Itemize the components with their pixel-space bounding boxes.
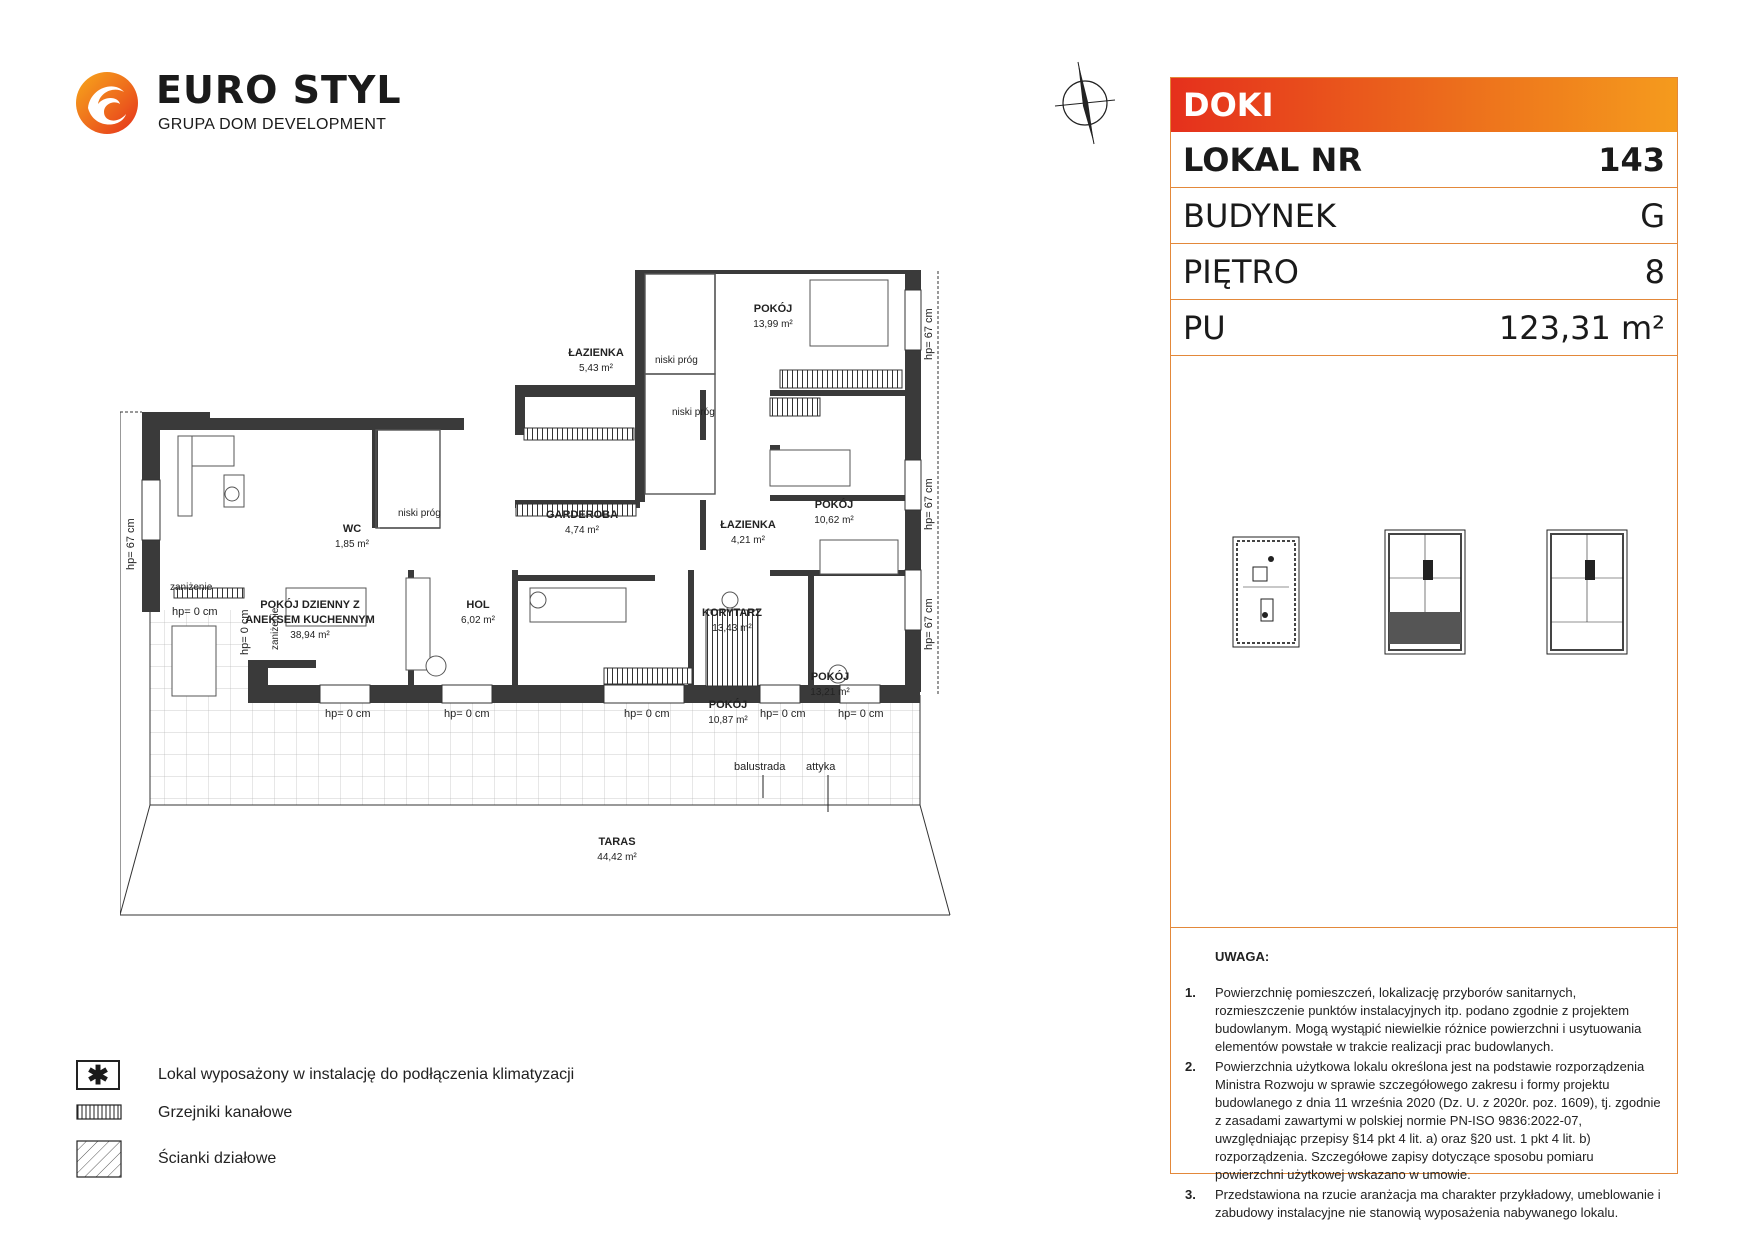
note-number: 3. bbox=[1185, 1187, 1196, 1202]
apartment-info-panel: DOKI LOKAL NR 143 BUDYNEK G PIĘTRO 8 PU … bbox=[1170, 77, 1678, 1220]
zanizenie-label: zaniżenie bbox=[170, 582, 213, 593]
room-name: HOL bbox=[466, 599, 490, 611]
floor-plan: hp= 67 cm hp= 67 cm hp= 67 cm hp= 67 cm … bbox=[120, 270, 951, 916]
furniture bbox=[171, 279, 899, 697]
info-label: PIĘTRO bbox=[1183, 252, 1299, 291]
legend: ✱ Lokal wyposażony w instalację do podłą… bbox=[76, 1060, 676, 1190]
north-arrow-icon bbox=[1054, 61, 1116, 145]
niski-prog-label: niski próg bbox=[398, 508, 441, 519]
note-item: 1. Powierzchnię pomieszczeń, lokalizację… bbox=[1185, 984, 1665, 1056]
floor-thumbnail-highlighted bbox=[1384, 529, 1466, 655]
info-row-pietro: PIĘTRO 8 bbox=[1171, 244, 1677, 300]
room-name: WC bbox=[343, 523, 361, 535]
room-area: 13,21 m² bbox=[810, 687, 850, 698]
radiator-icon bbox=[76, 1104, 122, 1120]
partitions bbox=[375, 273, 716, 529]
height-annotations: hp= 67 cm hp= 67 cm hp= 67 cm hp= 67 cm … bbox=[125, 308, 935, 812]
walls bbox=[142, 270, 921, 703]
room-name: KORYTARZ bbox=[702, 607, 762, 619]
room-area: 4,74 m² bbox=[565, 525, 600, 536]
hp-label: hp= 0 cm bbox=[838, 708, 884, 720]
room-name: ŁAZIENKA bbox=[568, 347, 624, 359]
building-thumbnails bbox=[1171, 303, 1677, 928]
note-text: Przedstawiona na rzucie aranżacja ma cha… bbox=[1215, 1187, 1661, 1220]
hp-label: hp= 0 cm bbox=[444, 708, 490, 720]
logo-flame-icon bbox=[76, 72, 138, 134]
hp-label: hp= 67 cm bbox=[923, 598, 935, 650]
brand-subtitle: GRUPA DOM DEVELOPMENT bbox=[158, 116, 387, 133]
hp-label: hp= 0 cm bbox=[624, 708, 670, 720]
windows bbox=[141, 289, 922, 704]
room-area: 13,99 m² bbox=[753, 319, 793, 330]
legend-label: Grzejniki kanałowe bbox=[158, 1104, 293, 1121]
legend-label: Lokal wyposażony w instalację do podłącz… bbox=[158, 1066, 575, 1083]
hatch-icon bbox=[76, 1140, 122, 1178]
note-number: 2. bbox=[1185, 1059, 1196, 1074]
room-name: ŁAZIENKA bbox=[720, 519, 776, 531]
note-text: Powierzchnia użytkowa lokalu określona j… bbox=[1215, 1059, 1661, 1182]
floor-thumbnails-icon bbox=[1232, 529, 1628, 655]
notes-title: UWAGA: bbox=[1215, 949, 1270, 964]
balustrada-label: balustrada bbox=[734, 761, 786, 773]
niski-prog-label: niski próg bbox=[655, 355, 698, 366]
radiators bbox=[173, 369, 903, 687]
room-area: 44,42 m² bbox=[597, 852, 637, 863]
site-plan-thumbnail bbox=[1232, 536, 1300, 648]
hp-label: hp= 0 cm bbox=[760, 708, 806, 720]
room-labels: POKÓJ 13,99 m² ŁAZIENKA 5,43 m² WC 1,85 … bbox=[245, 302, 854, 863]
zanizenie-label: zaniżenie bbox=[270, 607, 281, 650]
legend-label: Ścianki działowe bbox=[158, 1150, 277, 1167]
room-area: 13,43 m² bbox=[712, 623, 752, 634]
legend-item: Grzejniki kanałowe bbox=[76, 1104, 676, 1140]
room-area: 10,62 m² bbox=[814, 515, 854, 526]
info-row-budynek: BUDYNEK G bbox=[1171, 188, 1677, 244]
info-value: G bbox=[1640, 196, 1665, 235]
hp-label: hp= 67 cm bbox=[923, 308, 935, 360]
hp-label: hp= 0 cm bbox=[325, 708, 371, 720]
note-item: 2. Powierzchnia użytkowa lokalu określon… bbox=[1185, 1058, 1665, 1184]
floor-thumbnail bbox=[1546, 529, 1628, 655]
room-name: GARDEROBA bbox=[546, 509, 618, 521]
investment-name: DOKI bbox=[1171, 78, 1677, 132]
room-area: 5,43 m² bbox=[579, 363, 614, 374]
info-label: BUDYNEK bbox=[1183, 196, 1336, 235]
room-name: TARAS bbox=[598, 836, 635, 848]
info-label: LOKAL NR bbox=[1183, 140, 1362, 179]
info-label: PU bbox=[1183, 308, 1226, 347]
attyka-label: attyka bbox=[806, 761, 836, 773]
hp-label: hp= 0 cm bbox=[172, 606, 218, 618]
brand-name: EURO STYL bbox=[156, 68, 402, 112]
note-number: 1. bbox=[1185, 985, 1196, 1000]
room-area: 10,87 m² bbox=[708, 715, 748, 726]
legend-item: ✱ Lokal wyposażony w instalację do podłą… bbox=[76, 1060, 676, 1096]
hp-label: hp= 0 cm bbox=[239, 609, 251, 655]
info-value: 8 bbox=[1644, 252, 1665, 291]
room-name: POKÓJ DZIENNY Z bbox=[260, 598, 360, 611]
room-area: 1,85 m² bbox=[335, 539, 370, 550]
room-area: 4,21 m² bbox=[731, 535, 766, 546]
note-item: 3. Przedstawiona na rzucie aranżacja ma … bbox=[1185, 1186, 1665, 1222]
room-name: POKÓJ bbox=[815, 498, 854, 511]
hp-label: hp= 67 cm bbox=[923, 478, 935, 530]
legend-item: Ścianki działowe bbox=[76, 1140, 676, 1178]
room-area: 38,94 m² bbox=[290, 630, 330, 641]
room-name-line2: ANEKSEM KUCHENNYM bbox=[245, 614, 375, 626]
info-row-lokal: LOKAL NR 143 bbox=[1171, 132, 1677, 188]
room-name: POKÓJ bbox=[709, 698, 748, 711]
room-name: POKÓJ bbox=[811, 670, 850, 683]
notes-section: UWAGA: 1. Powierzchnię pomieszczeń, loka… bbox=[1185, 948, 1665, 1224]
brand-logo: EURO STYL GRUPA DOM DEVELOPMENT bbox=[74, 66, 401, 146]
info-value: 123,31 m² bbox=[1498, 308, 1665, 347]
hp-label: hp= 67 cm bbox=[125, 518, 137, 570]
asterisk-icon: ✱ bbox=[76, 1060, 120, 1090]
info-row-pu: PU 123,31 m² bbox=[1171, 300, 1677, 356]
room-area: 6,02 m² bbox=[461, 615, 496, 626]
niski-prog-label: niski próg bbox=[672, 407, 715, 418]
info-value: 143 bbox=[1598, 140, 1665, 179]
note-text: Powierzchnię pomieszczeń, lokalizację pr… bbox=[1215, 985, 1642, 1054]
room-name: POKÓJ bbox=[754, 302, 793, 315]
